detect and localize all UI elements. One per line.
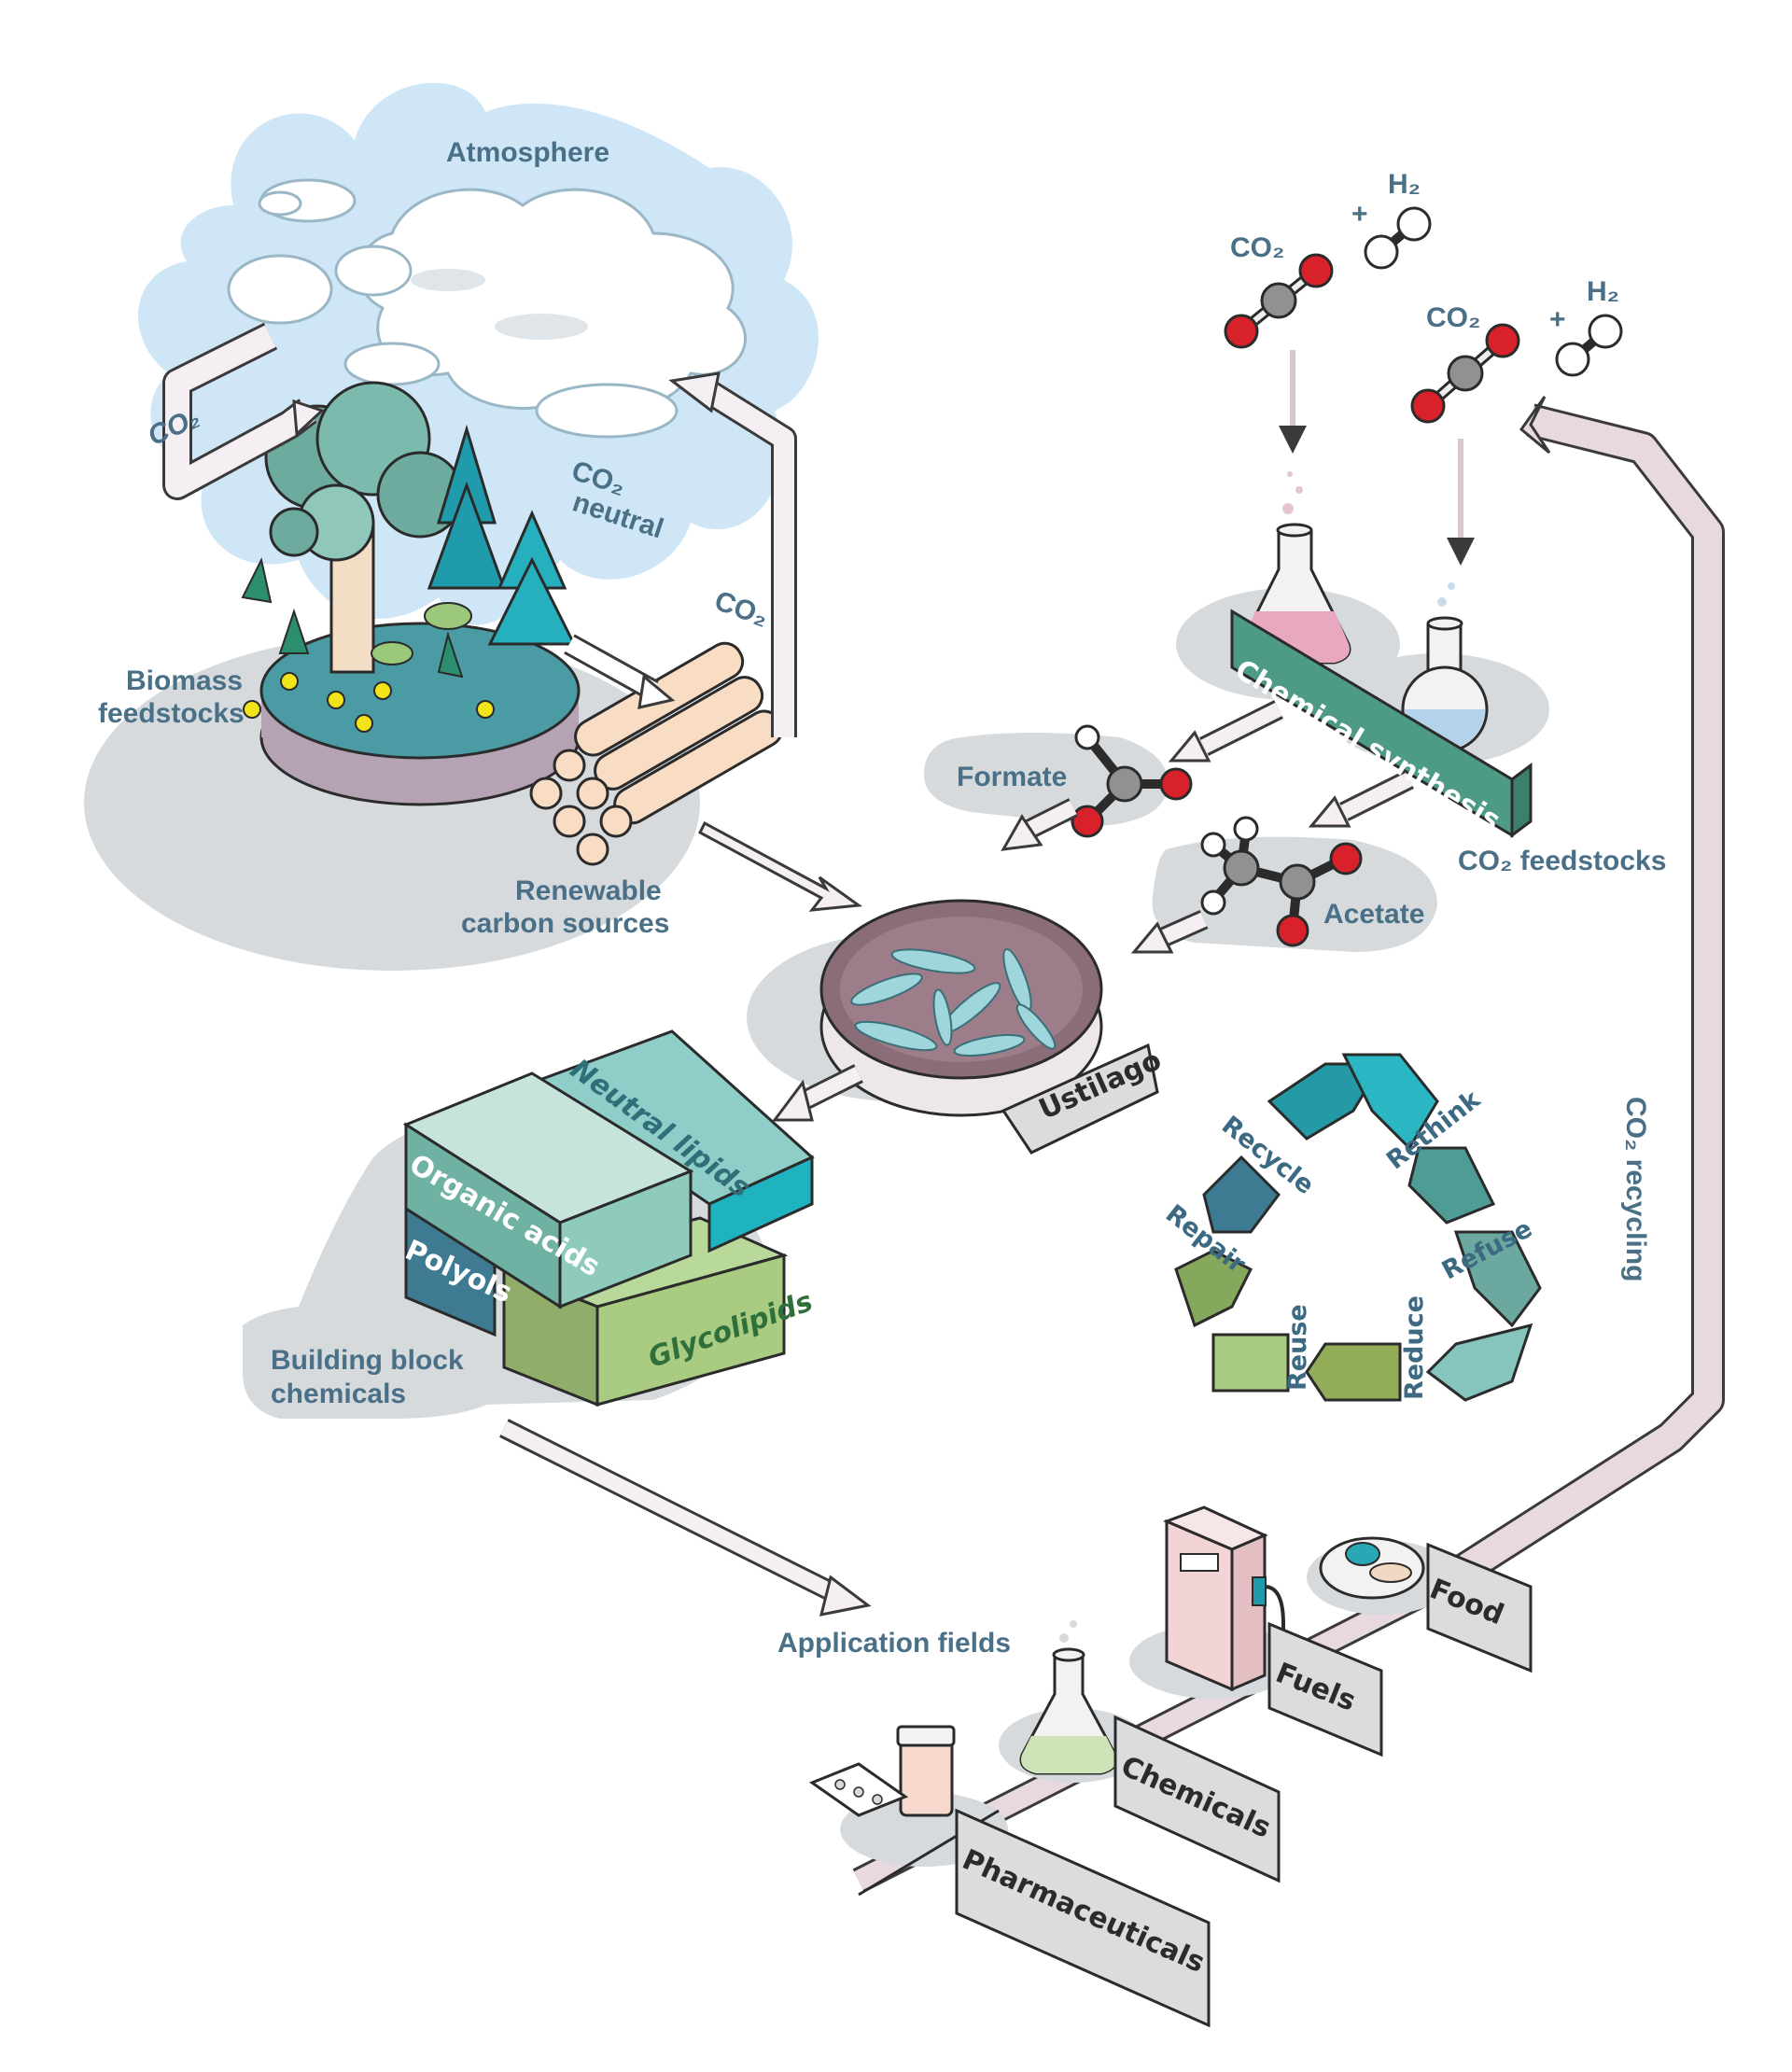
- h2-molecule-1-label: H₂: [1388, 169, 1421, 200]
- atmosphere-label: Atmosphere: [446, 137, 610, 168]
- co2-molecule-1: [1224, 253, 1334, 349]
- building-blocks-stack: [402, 1029, 815, 1407]
- building-label-line2: chemicals: [271, 1379, 407, 1409]
- chemicals-tag-shape: [1113, 1715, 1281, 1883]
- co2-recycling-arrow: [1428, 403, 1725, 1602]
- biomass-label-line1: Biomass: [126, 665, 244, 696]
- formate-label: Formate: [957, 762, 1068, 792]
- pharmaceuticals-tag-shape: [955, 1808, 1211, 2028]
- co2-molecule-1-label: CO₂: [1230, 232, 1285, 263]
- pharma-items: [808, 1725, 1000, 1897]
- renewable-label-line2: carbon sources: [461, 908, 670, 939]
- acetate-molecule: [1200, 816, 1363, 947]
- renewable-label-line1: Renewable: [515, 875, 662, 906]
- co2-feedstocks-label: CO₂ feedstocks: [1458, 846, 1667, 876]
- application-fields-label: Application fields: [777, 1628, 1012, 1659]
- ustilago-petri-dish: [747, 899, 1103, 1117]
- chemicals-flask: [1019, 1620, 1118, 1775]
- fuel-pump: [1162, 1505, 1285, 1692]
- ustilago-tag-shape: [1001, 1043, 1159, 1155]
- recycle-triangle: [1174, 1053, 1542, 1402]
- co2-recycling-label: CO₂ recycling: [1620, 1097, 1651, 1282]
- formate-molecule: [1071, 724, 1193, 838]
- recycle-step-reuse: Reuse: [1283, 1304, 1312, 1391]
- biomass-label-line2: feedstocks: [98, 698, 245, 729]
- biomass-island: [84, 381, 700, 971]
- acetate-label: Acetate: [1323, 899, 1425, 930]
- fuels-tag-shape: [1267, 1621, 1383, 1757]
- co2-molecule-2: [1410, 323, 1520, 424]
- building-label-line1: Building block: [271, 1345, 464, 1376]
- plus-sign-2: +: [1549, 304, 1566, 335]
- co2-molecule-2-label: CO₂: [1426, 302, 1481, 333]
- plus-sign-1: +: [1351, 199, 1368, 230]
- h2-molecule-2-label: H₂: [1587, 276, 1619, 307]
- food-tag-shape: [1426, 1542, 1533, 1673]
- h2-molecule-2: [1555, 314, 1623, 377]
- recycle-step-reduce: Reduce: [1400, 1295, 1429, 1400]
- h2-molecule-1: [1364, 206, 1432, 270]
